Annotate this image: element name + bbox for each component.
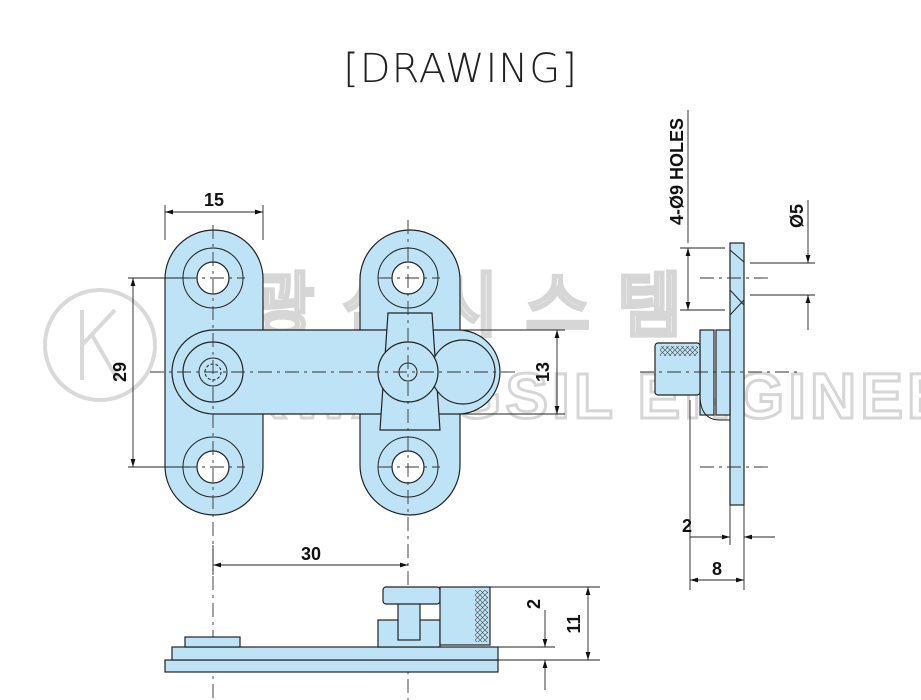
dim-29: 29 bbox=[110, 362, 130, 382]
dim-dia-5: Ø5 bbox=[787, 204, 807, 228]
dim-holes: 4-Ø9 HOLES bbox=[667, 118, 687, 225]
side-view bbox=[640, 110, 815, 590]
front-view bbox=[128, 205, 565, 700]
dim-8: 8 bbox=[712, 559, 722, 579]
dim-13: 13 bbox=[533, 362, 553, 382]
dim-height-2: 2 bbox=[524, 599, 544, 609]
dim-11: 11 bbox=[564, 614, 584, 633]
bottom-view bbox=[164, 545, 600, 690]
dim-30: 30 bbox=[301, 544, 321, 564]
side-plate bbox=[729, 242, 745, 506]
drawing-title: [DRAWING] bbox=[343, 46, 578, 92]
dim-plate-2: 2 bbox=[682, 516, 692, 536]
dim-15: 15 bbox=[204, 190, 224, 210]
